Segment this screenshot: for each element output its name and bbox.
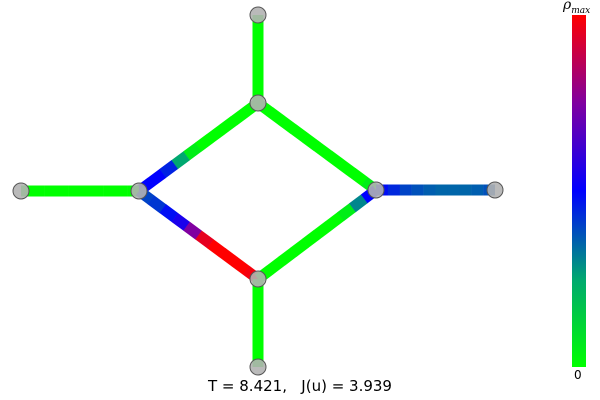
node-lower-center — [249, 270, 267, 288]
colorbar-min-label: 0 — [574, 368, 582, 382]
edge-segment — [195, 230, 214, 249]
edge-segment — [230, 256, 250, 275]
time-readout: T = 8.421, — [208, 377, 287, 395]
edge-segment — [313, 221, 333, 239]
edge-segment — [206, 124, 226, 143]
edge-segment — [183, 221, 203, 240]
node-left-junction — [130, 182, 148, 200]
edge-upper-center-to-left-junction — [135, 98, 262, 196]
edge-segment — [171, 212, 191, 231]
edge-lower-center-to-right-junction — [254, 185, 380, 284]
edge-segment — [290, 124, 309, 143]
edge-segment — [159, 160, 178, 178]
status-line: T = 8.421, J(u) = 3.939 — [0, 377, 600, 395]
node-right-end — [486, 181, 504, 199]
edge-segment — [290, 238, 309, 257]
network-nodes — [12, 6, 504, 376]
edge-segment — [337, 203, 356, 222]
network-edges — [21, 15, 495, 367]
colorbar-max-label: ρmax — [563, 0, 591, 16]
edge-segment — [266, 107, 286, 126]
edge-segment — [230, 107, 250, 126]
edge-segment — [171, 151, 190, 170]
node-right-junction — [367, 181, 385, 199]
edge-segment — [278, 115, 297, 134]
edge-segment — [337, 159, 356, 178]
edge-segment — [349, 194, 368, 213]
node-left-end — [12, 182, 30, 200]
edge-segment — [325, 150, 345, 169]
edge-segment — [207, 239, 226, 258]
edge-left-junction-to-lower-center — [135, 186, 262, 284]
edge-segment — [278, 247, 297, 266]
edge-segment — [159, 204, 179, 222]
cost-readout: J(u) = 3.939 — [301, 377, 392, 395]
edge-segment — [219, 248, 238, 266]
edge-segment — [325, 212, 345, 230]
node-bottom — [249, 358, 267, 376]
edge-segment — [194, 133, 214, 152]
colorbar — [572, 15, 586, 367]
edge-segment — [301, 229, 321, 248]
edge-segment — [218, 116, 238, 134]
edge-segment — [147, 168, 167, 187]
node-top — [249, 6, 267, 24]
edge-segment — [301, 133, 321, 152]
edge-upper-center-to-right-junction — [254, 98, 380, 195]
edge-segment — [183, 142, 202, 161]
edge-segment — [266, 256, 286, 275]
edge-segment — [147, 195, 167, 214]
node-upper-center — [249, 94, 267, 112]
edge-segment — [349, 168, 368, 186]
edge-segment — [313, 142, 333, 160]
